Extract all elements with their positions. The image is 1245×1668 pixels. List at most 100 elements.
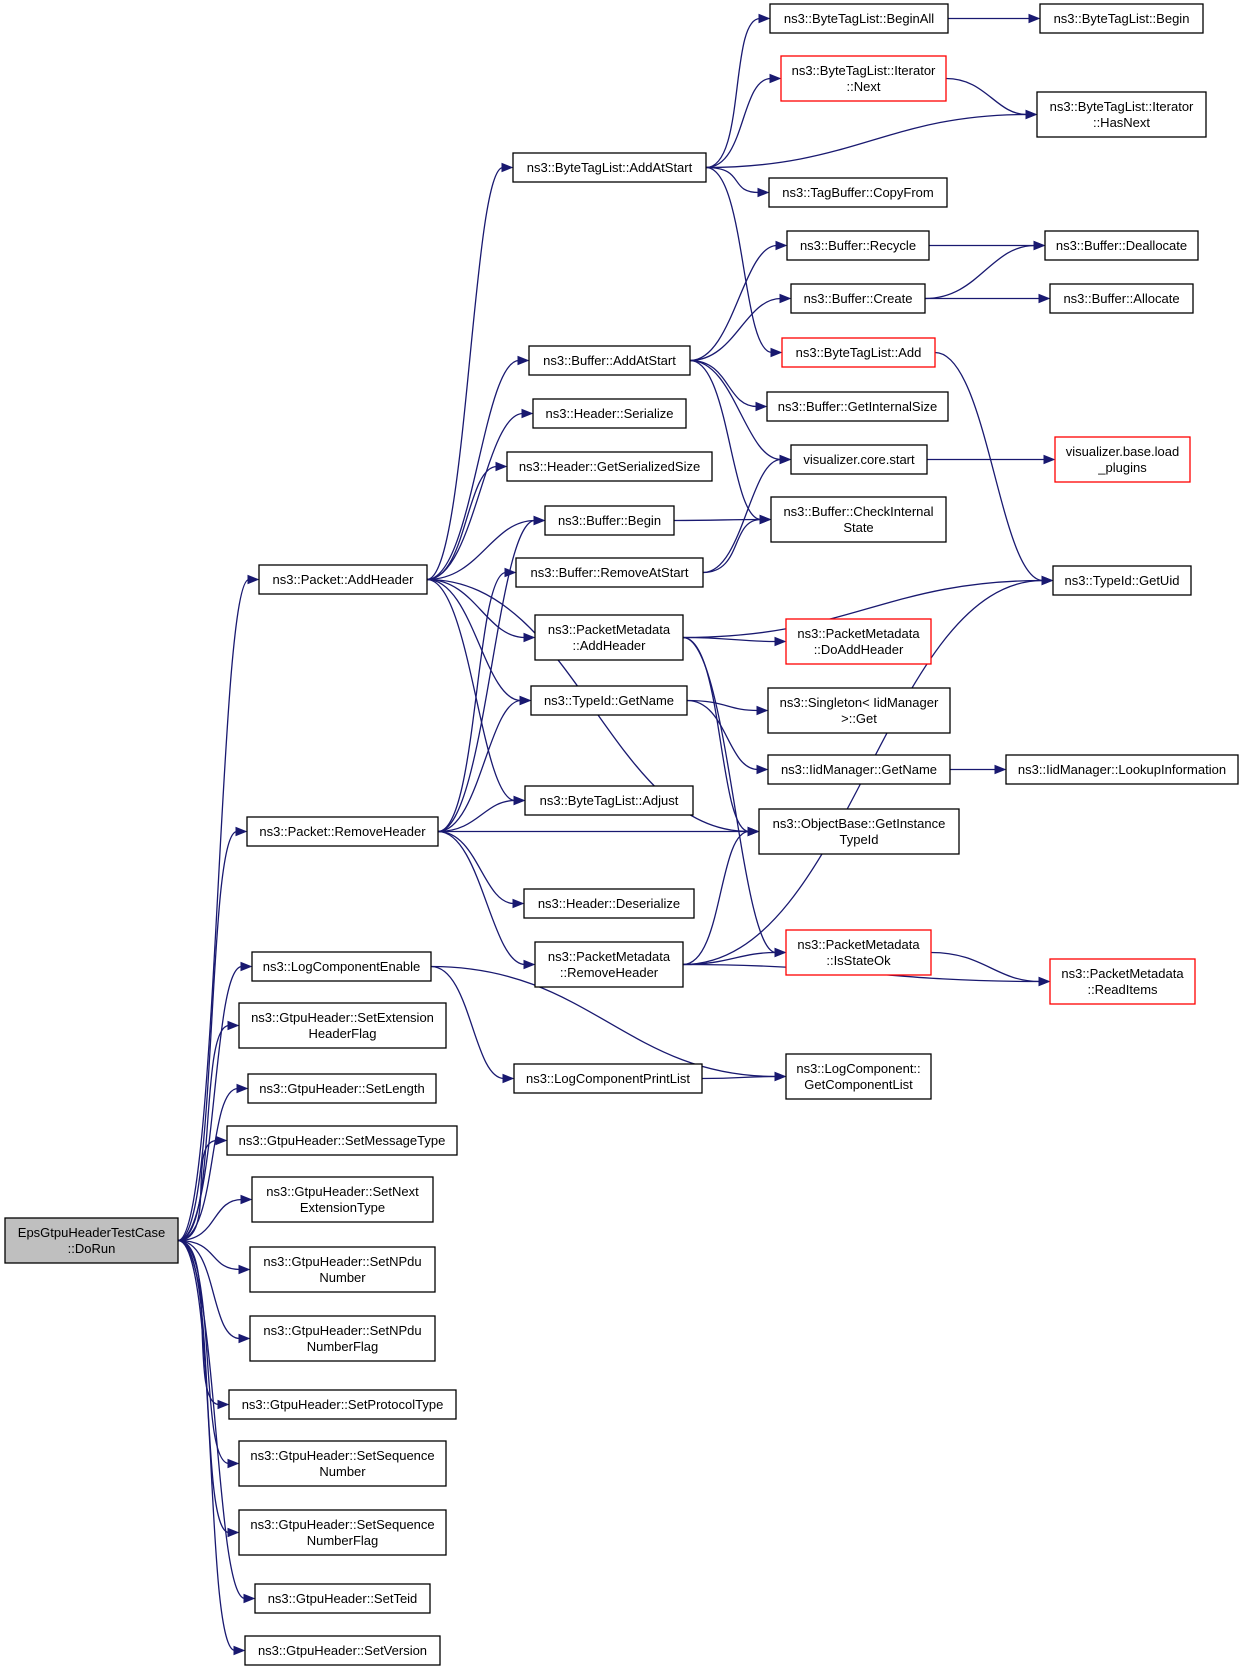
node-logcomponentprintlist[interactable]: ns3::LogComponentPrintList [513, 1063, 703, 1094]
node-box [254, 1583, 431, 1614]
node-singleton_iidmanager_get[interactable]: ns3::Singleton< IidManager >::Get [767, 687, 951, 734]
node-setprotocoltype[interactable]: ns3::GtpuHeader::SetProtocolType [228, 1389, 457, 1420]
call-edge-root-to-packet_addheader [177, 578, 250, 1242]
node-label: ns3::Buffer::CheckInternal [783, 504, 933, 519]
node-logcomponent_getcomponentlist[interactable]: ns3::LogComponent::GetComponentList [785, 1053, 932, 1100]
node-label: ::Next [847, 79, 881, 94]
call-edge-packet_addheader-to-buffer_addatstart [426, 359, 520, 581]
node-label: ns3::GtpuHeader::SetVersion [258, 1643, 427, 1658]
node-box [766, 391, 949, 422]
call-edge-packet_addheader-to-header_serialize [426, 412, 524, 581]
call-edge-packet_addheader-to-bytetaglist_adjust [426, 578, 516, 802]
node-label: ns3::Singleton< IidManager [780, 695, 939, 710]
call-edge-packet_removeheader-to-packetmetadata_removeheader [437, 830, 526, 966]
node-iidmanager_getname[interactable]: ns3::IidManager::GetName [767, 754, 951, 785]
node-label: ns3::ByteTagList::Adjust [540, 793, 679, 808]
node-buffer_recycle[interactable]: ns3::Buffer::Recycle [786, 230, 930, 261]
node-bytetaglist_beginall[interactable]: ns3::ByteTagList::BeginAll [769, 3, 949, 34]
node-label: ns3::PacketMetadata [797, 937, 920, 952]
node-iidmanager_lookupinformation[interactable]: ns3::IidManager::LookupInformation [1005, 754, 1239, 785]
node-header_deserialize[interactable]: ns3::Header::Deserialize [523, 888, 695, 919]
node-bytetaglist_addatstart[interactable]: ns3::ByteTagList::AddAtStart [512, 152, 707, 183]
node-bytetaglist_iterator_hasnext[interactable]: ns3::ByteTagList::Iterator::HasNext [1036, 91, 1207, 138]
node-bytetaglist_add[interactable]: ns3::ByteTagList::Add [781, 337, 936, 368]
node-visualizer_base_load_plugins[interactable]: visualizer.base.load_plugins [1054, 436, 1191, 483]
node-setversion[interactable]: ns3::GtpuHeader::SetVersion [244, 1635, 441, 1666]
node-packetmetadata_isstateok[interactable]: ns3::PacketMetadata::IsStateOk [785, 929, 932, 976]
arrowhead-icon [523, 959, 536, 970]
node-label: ns3::ByteTagList::Iterator [1050, 99, 1194, 114]
node-setteid[interactable]: ns3::GtpuHeader::SetTeid [254, 1583, 431, 1614]
node-label: ns3::Buffer::Begin [558, 513, 661, 528]
arrowhead-icon [1038, 976, 1051, 987]
node-bytetaglist_adjust[interactable]: ns3::ByteTagList::Adjust [524, 785, 694, 816]
node-packet_removeheader[interactable]: ns3::Packet::RemoveHeader [246, 816, 439, 847]
arrowhead-icon [504, 567, 517, 578]
node-label: ns3::TagBuffer::CopyFrom [782, 185, 934, 200]
node-box [768, 177, 948, 208]
node-label: ns3::GtpuHeader::SetTeid [268, 1591, 418, 1606]
arrowhead-icon [1028, 13, 1041, 24]
node-visualizer_core_start[interactable]: visualizer.core.start [790, 444, 928, 475]
node-setlength[interactable]: ns3::GtpuHeader::SetLength [247, 1073, 437, 1104]
node-buffer_getinternalsize[interactable]: ns3::Buffer::GetInternalSize [766, 391, 949, 422]
node-label: >::Get [841, 711, 877, 726]
node-label: TypeId [839, 832, 878, 847]
node-bytetaglist_begin[interactable]: ns3::ByteTagList::Begin [1039, 3, 1204, 34]
node-label: ns3::GtpuHeader::SetLength [259, 1081, 425, 1096]
node-packetmetadata_removeheader[interactable]: ns3::PacketMetadata::RemoveHeader [534, 941, 684, 988]
node-label: ::RemoveHeader [560, 965, 659, 980]
arrowhead-icon [779, 454, 792, 465]
arrowhead-icon [217, 1399, 230, 1410]
arrowhead-icon [994, 764, 1007, 775]
call-edge-packet_addheader-to-typeid_getname [426, 578, 522, 702]
node-buffer_addatstart[interactable]: ns3::Buffer::AddAtStart [528, 345, 691, 376]
node-logcomponentenable[interactable]: ns3::LogComponentEnable [251, 951, 432, 982]
node-label: ns3::Buffer::Create [804, 291, 913, 306]
node-box [258, 564, 428, 595]
node-buffer_removeatstart[interactable]: ns3::Buffer::RemoveAtStart [515, 557, 704, 588]
call-edge-packet_removeheader-to-typeid_getname [437, 699, 522, 833]
call-edge-packet_removeheader-to-buffer_removeatstart [437, 571, 507, 833]
node-header_serialize[interactable]: ns3::Header::Serialize [532, 398, 687, 429]
node-setmessagetype[interactable]: ns3::GtpuHeader::SetMessageType [226, 1125, 458, 1156]
node-packetmetadata_readitems[interactable]: ns3::PacketMetadata::ReadItems [1049, 958, 1196, 1005]
node-typeid_getname[interactable]: ns3::TypeId::GetName [530, 685, 688, 716]
node-label: ns3::GtpuHeader::SetNPdu [263, 1254, 421, 1269]
node-buffer_deallocate[interactable]: ns3::Buffer::Deallocate [1044, 230, 1199, 261]
arrowhead-icon [521, 408, 534, 419]
node-box [1052, 565, 1192, 596]
call-edge-typeid_getname-to-iidmanager_getname [686, 699, 759, 771]
node-buffer_create[interactable]: ns3::Buffer::Create [790, 283, 926, 314]
node-typeid_getuid[interactable]: ns3::TypeId::GetUid [1052, 565, 1192, 596]
node-label: ns3::Buffer::Allocate [1063, 291, 1179, 306]
node-packetmetadata_doaddheader[interactable]: ns3::PacketMetadata::DoAddHeader [785, 618, 932, 665]
node-packet_addheader[interactable]: ns3::Packet::AddHeader [258, 564, 428, 595]
call-edge-packetmetadata_removeheader-to-objectbase_getinstancetypeid [682, 830, 750, 966]
call-edge-packetmetadata_addheader-to-packetmetadata_doaddheader [682, 636, 777, 643]
node-tagbuffer_copyfrom[interactable]: ns3::TagBuffer::CopyFrom [768, 177, 948, 208]
node-buffer_allocate[interactable]: ns3::Buffer::Allocate [1049, 283, 1194, 314]
node-header_getserializedsize[interactable]: ns3::Header::GetSerializedSize [506, 451, 713, 482]
call-edge-packet_addheader-to-bytetaglist_addatstart [426, 166, 504, 581]
node-box [530, 685, 688, 716]
arrowhead-icon [513, 795, 526, 806]
call-edge-typeid_getname-to-singleton_iidmanager_get [686, 699, 759, 712]
node-label: ns3::PacketMetadata [548, 622, 671, 637]
node-buffer_begin[interactable]: ns3::Buffer::Begin [544, 505, 675, 536]
node-label: Number [319, 1270, 366, 1285]
node-box [1049, 283, 1194, 314]
node-box [758, 808, 960, 855]
node-packetmetadata_addheader[interactable]: ns3::PacketMetadata::AddHeader [534, 614, 684, 661]
node-box [249, 1315, 436, 1362]
arrowhead-icon [774, 1071, 787, 1082]
node-bytetaglist_iterator_next[interactable]: ns3::ByteTagList::Iterator::Next [780, 55, 947, 102]
